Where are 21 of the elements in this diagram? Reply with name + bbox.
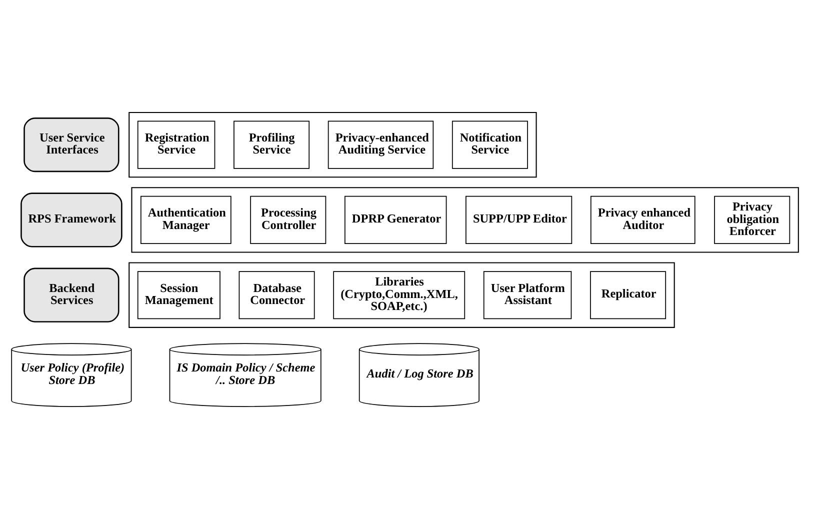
node-box: Libraries (Crypto,Comm.,XML, SOAP,etc.): [333, 271, 466, 320]
node-box: Replicator: [590, 271, 666, 320]
node-box: RPS Framework: [20, 192, 122, 248]
cluster: [131, 187, 799, 253]
cluster: [128, 112, 537, 178]
node-box: Profiling Service: [234, 120, 310, 169]
node-box: Processing Controller: [250, 196, 326, 244]
node-box: Notification Service: [452, 120, 528, 169]
node-box: Registration Service: [137, 120, 216, 169]
node-box: Authentication Manager: [140, 196, 232, 244]
cluster: [128, 262, 675, 328]
node-box: User Service Interfaces: [24, 118, 120, 172]
node-box: Database Connector: [238, 271, 315, 320]
node-box: Backend Services: [24, 268, 120, 322]
node-box: SUPP/UPP Editor: [466, 196, 572, 244]
node-box: Privacy-enhanced Auditing Service: [328, 120, 434, 169]
node-box: Session Management: [137, 271, 220, 320]
node-box: DPRP Generator: [344, 196, 447, 244]
node-box: Privacy obligation Enforcer: [714, 196, 790, 244]
node-box: Privacy enhanced Auditor: [590, 196, 696, 244]
node-box: User Platform Assistant: [483, 271, 572, 320]
